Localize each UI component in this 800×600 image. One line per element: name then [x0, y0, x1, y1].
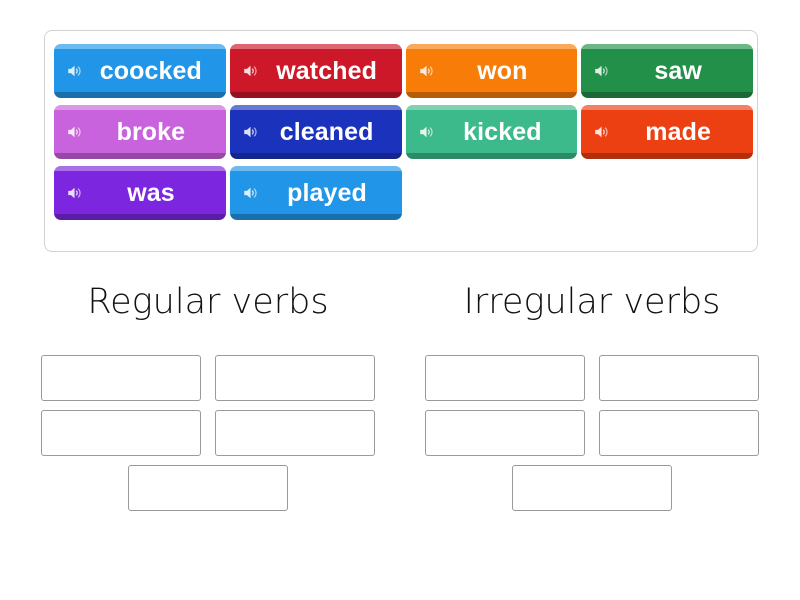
word-tile-row: coocked watched won saw — [54, 44, 757, 98]
word-tile-was[interactable]: was — [54, 166, 226, 220]
drop-slot[interactable] — [41, 355, 201, 401]
drop-slot[interactable] — [425, 355, 585, 401]
word-tile-label: kicked — [463, 117, 542, 146]
word-tile-label: made — [645, 117, 711, 146]
word-tile-broke[interactable]: broke — [54, 105, 226, 159]
speaker-icon[interactable] — [66, 123, 84, 141]
drop-slot[interactable] — [215, 410, 375, 456]
word-tile-label: coocked — [99, 56, 202, 85]
speaker-icon[interactable] — [418, 123, 436, 141]
drop-slot[interactable] — [128, 465, 288, 511]
word-tile-saw[interactable]: saw — [581, 44, 753, 98]
word-tile-coocked[interactable]: coocked — [54, 44, 226, 98]
group-title: Irregular verbs — [463, 282, 721, 322]
speaker-icon[interactable] — [593, 123, 611, 141]
word-tile-cleaned[interactable]: cleaned — [229, 105, 402, 159]
speaker-icon[interactable] — [66, 184, 84, 202]
drop-slot[interactable] — [512, 465, 672, 511]
group-title: Regular verbs — [87, 282, 329, 322]
word-bank-container: coocked watched won saw broke cleaned kicked ma… — [44, 30, 758, 252]
word-tile-label: was — [127, 178, 175, 207]
drop-slot[interactable] — [215, 355, 375, 401]
drop-slot[interactable] — [425, 410, 585, 456]
drop-slot[interactable] — [599, 355, 759, 401]
drop-slot[interactable] — [599, 410, 759, 456]
speaker-icon[interactable] — [242, 184, 260, 202]
speaker-icon[interactable] — [418, 62, 436, 80]
word-tile-row: broke cleaned kicked made — [54, 105, 757, 159]
word-tile-kicked[interactable]: kicked — [405, 105, 578, 159]
word-tile-label: watched — [276, 56, 377, 85]
word-tile-row: was played — [54, 166, 757, 220]
word-tile-watched[interactable]: watched — [229, 44, 402, 98]
word-tile-won[interactable]: won — [405, 44, 578, 98]
word-tile-played[interactable]: played — [230, 166, 402, 220]
word-tile-label: cleaned — [279, 117, 374, 146]
word-tile-made[interactable]: made — [581, 105, 753, 159]
word-tile-label: won — [477, 56, 528, 85]
word-tile-label: broke — [116, 117, 186, 146]
group-column-1: Regular verbs — [22, 283, 394, 511]
drop-slot-grid — [22, 355, 394, 511]
drop-slot-grid — [406, 355, 778, 511]
word-tile-label: played — [287, 178, 367, 207]
word-tile-label: saw — [654, 56, 702, 85]
speaker-icon[interactable] — [593, 62, 611, 80]
group-column-2: Irregular verbs — [406, 283, 778, 511]
drop-slot[interactable] — [41, 410, 201, 456]
